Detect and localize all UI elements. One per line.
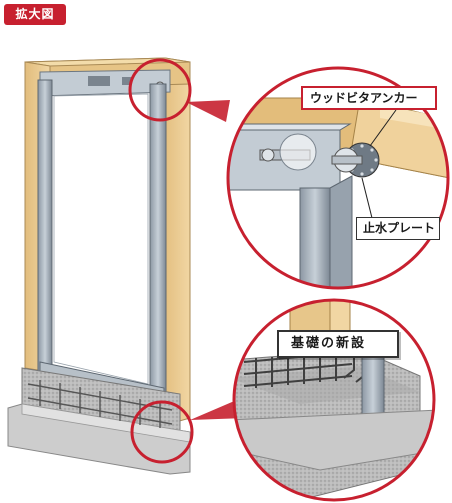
zoom-tag-badge: 拡大図 bbox=[4, 4, 66, 25]
foundation-callout-label: 基礎の新設 bbox=[291, 336, 367, 351]
plate-callout-label: 止水プレート bbox=[363, 221, 436, 235]
foundation-detail-view bbox=[234, 300, 434, 500]
foundation-callout: 基礎の新設 bbox=[277, 330, 399, 358]
top-zoom-marker bbox=[128, 58, 192, 122]
foundation-detail-ring bbox=[232, 298, 436, 502]
bottom-zoom-marker bbox=[130, 400, 194, 464]
anchor-callout-label: ウッドビタアンカー bbox=[310, 91, 418, 105]
main-frame bbox=[7, 57, 191, 475]
anchor-detail-view bbox=[228, 68, 448, 288]
anchor-detail-ring bbox=[226, 66, 450, 290]
anchor-callout: ウッドビタアンカー bbox=[301, 86, 437, 110]
zoom-tag-label: 拡大図 bbox=[15, 7, 55, 21]
plate-callout: 止水プレート bbox=[356, 217, 440, 240]
